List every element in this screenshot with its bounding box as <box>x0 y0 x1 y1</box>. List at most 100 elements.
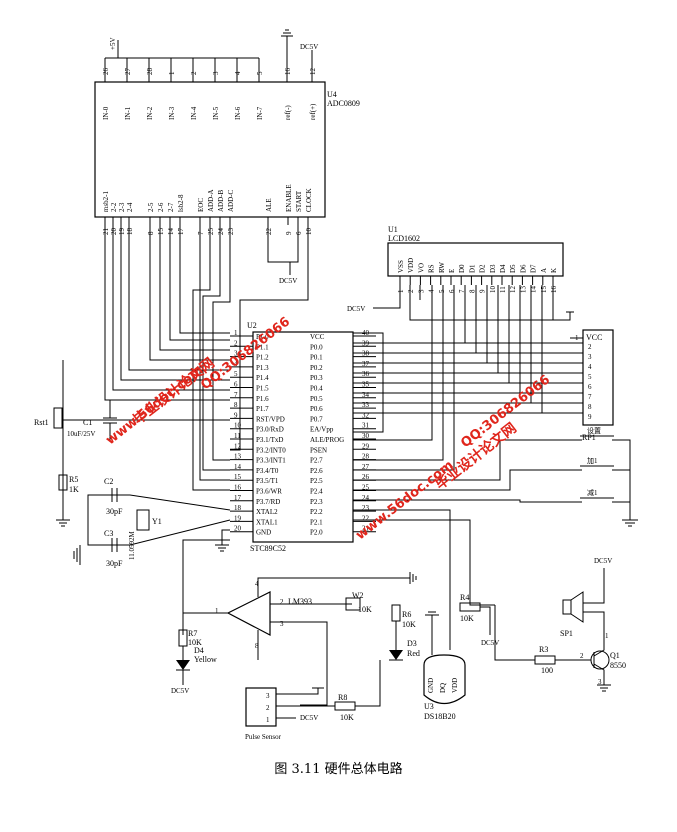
mcu-right-pin-name: P2.4 <box>310 488 323 496</box>
mcu-right-pin-num: 32 <box>362 411 370 419</box>
mcu-left-pin-num: 11 <box>234 432 241 440</box>
sp1-label: SP1 <box>560 629 573 638</box>
pulse-sensor-connector: 3 2 1 Pulse Sensor R8 10K DC5V <box>245 660 381 741</box>
c2-value: 30pF <box>106 507 123 516</box>
rp1-pin-num: 9 <box>588 413 592 421</box>
mcu-left-pin-name: XTAL2 <box>256 508 278 516</box>
adc-top-pin-num: 16 <box>284 68 292 76</box>
mcu-right-pin-name: P2.1 <box>310 518 323 526</box>
mcu-left-pin-num: 9 <box>234 411 238 419</box>
u3-value: DS18B20 <box>424 712 456 721</box>
mcu-right-pin-name: P0.0 <box>310 343 323 351</box>
adc-dc5v: DC5V <box>300 43 318 51</box>
mcu-left-pin-name: RST/VPD <box>256 415 285 423</box>
adc-bottom-pin-name: ADD-C <box>227 190 235 212</box>
mcu-left-pin-name: P3.7/RD <box>256 498 280 506</box>
adc-ale-dc5v: DC5V <box>279 277 297 285</box>
rst-label: Rst1 <box>34 418 49 427</box>
r3-value: 100 <box>541 666 553 675</box>
lcd-ref: U1 <box>388 225 398 234</box>
adc-bottom-pin-name: 2-7 <box>167 202 175 212</box>
mcu-left-pin-name: GND <box>256 529 271 537</box>
mcu-right-pins: 40VCC39P0.038P0.137P0.236P0.335P0.434P0.… <box>310 329 376 537</box>
adc-top-pin-name: IN-6 <box>234 106 242 120</box>
adc-top-pin-num: 26 <box>102 68 110 76</box>
mcu-right-pin-name: P2.7 <box>310 457 323 465</box>
adc-top-pin-num: 1 <box>168 71 176 75</box>
adc-top-pin-name: IN-7 <box>256 106 264 120</box>
mcu-left-pin-name: P3.6/WR <box>256 488 282 496</box>
mcu-left-pin-num: 8 <box>234 401 238 409</box>
mcu-left-pin-name: P3.4/T0 <box>256 467 279 475</box>
lcd-pins: VSS1VDD2VO3RS4RW5E6D07D18D29D310D411D512… <box>397 258 558 293</box>
sp-dc5v: DC5V <box>594 557 612 565</box>
mcu-right-pin-name: PSEN <box>310 446 327 454</box>
mcu-right-pin-num: 28 <box>362 453 370 461</box>
mcu-left-pin-num: 20 <box>234 525 242 533</box>
y1-value: 11.0592M <box>128 531 136 560</box>
q1-pin1: 1 <box>605 632 609 640</box>
r7-value: 10K <box>188 638 202 647</box>
sw-sub-label: 减1 <box>587 488 598 497</box>
rp1-pin-num: 4 <box>588 363 592 371</box>
mcu-left-pin-name: P1.3 <box>256 364 269 372</box>
mcu-left-pin-name: P3.5/T1 <box>256 477 279 485</box>
mcu-left-pin-name: P1.0 <box>256 333 269 341</box>
lcd-pin-num: 15 <box>540 286 548 294</box>
mcu-left-pin-num: 16 <box>234 484 242 492</box>
rp1-pin-num: 8 <box>588 403 592 411</box>
c2-label: C2 <box>104 477 113 486</box>
lcd-pin-num: 13 <box>519 286 527 294</box>
mcu-left-pin-name: XTAL1 <box>256 518 278 526</box>
mcu-right-pin-name: P0.1 <box>310 354 323 362</box>
mcu-right-pin-num: 34 <box>362 391 370 399</box>
adc-bottom-pin-name: START <box>295 190 303 212</box>
mcu-left-pin-num: 17 <box>234 494 242 502</box>
adc-bottom-pin-name: 2-3 <box>118 202 126 212</box>
adc-top-pin-num: 28 <box>146 68 154 76</box>
adc-bottom-pin-num: 21 <box>102 228 110 236</box>
mcu-left-pin-num: 2 <box>234 339 238 347</box>
mcu-right-pin-num: 38 <box>362 350 370 358</box>
adc-bottom-pins: msb2-1212-2202-3192-4182-582-6152-714lsb… <box>102 184 313 235</box>
lcd-pin-name: D5 <box>509 264 517 273</box>
adc-bottom-pin-name: msb2-1 <box>102 191 110 213</box>
mcu-left-pin-num: 4 <box>234 360 238 368</box>
r8-label: R8 <box>338 693 347 702</box>
lcd-pin-num: 9 <box>479 289 487 293</box>
adc-bottom-pin-num: 24 <box>217 228 225 236</box>
mcu-right-pin-name: P2.3 <box>310 498 323 506</box>
lm-pin1: 1 <box>215 607 219 615</box>
c3-value: 30pF <box>106 559 123 568</box>
rp1-vcc: VCC <box>586 333 602 342</box>
mcu-right-pin-num: 22 <box>362 514 370 522</box>
c1-label: C1 <box>83 418 92 427</box>
adc-bottom-pin-name: 2-6 <box>157 202 165 212</box>
d4-value: Yellow <box>194 655 217 664</box>
mcu-right-pin-name: P2.6 <box>310 467 323 475</box>
rp1-pin-num: 3 <box>588 353 592 361</box>
lcd-pin-name: D7 <box>530 264 538 273</box>
pulse-dc5v: DC5V <box>300 714 318 722</box>
mcu-left-pin-num: 14 <box>234 463 242 471</box>
mcu-right-pin-name: P2.0 <box>310 529 323 537</box>
adc-bottom-pin-num: 20 <box>110 228 118 236</box>
mcu-left-pin-name: P3.0/RxD <box>256 426 284 434</box>
lcd-pin-name: E <box>448 269 456 273</box>
mcu-left-pin-num: 15 <box>234 473 242 481</box>
adc-top-pin-num: 5 <box>256 71 264 75</box>
pulse-label: Pulse Sensor <box>245 733 282 741</box>
lcd-pin-name: K <box>550 268 558 273</box>
d3-value: Red <box>407 649 420 658</box>
adc-top-pin-num: 27 <box>124 68 132 76</box>
d4-dc5v: DC5V <box>171 687 189 695</box>
crystal-oscillator: C2 30pF C3 30pF Y1 11.0592M <box>73 477 231 568</box>
mcu-left-pin-name: P1.2 <box>256 354 269 362</box>
adc-top-pin-name: ref(+) <box>309 103 317 120</box>
adc-bottom-pin-name: ADD-B <box>217 190 225 212</box>
mcu-right-pin-name: P0.5 <box>310 395 323 403</box>
mcu-right-pin-name: P2.2 <box>310 508 323 516</box>
